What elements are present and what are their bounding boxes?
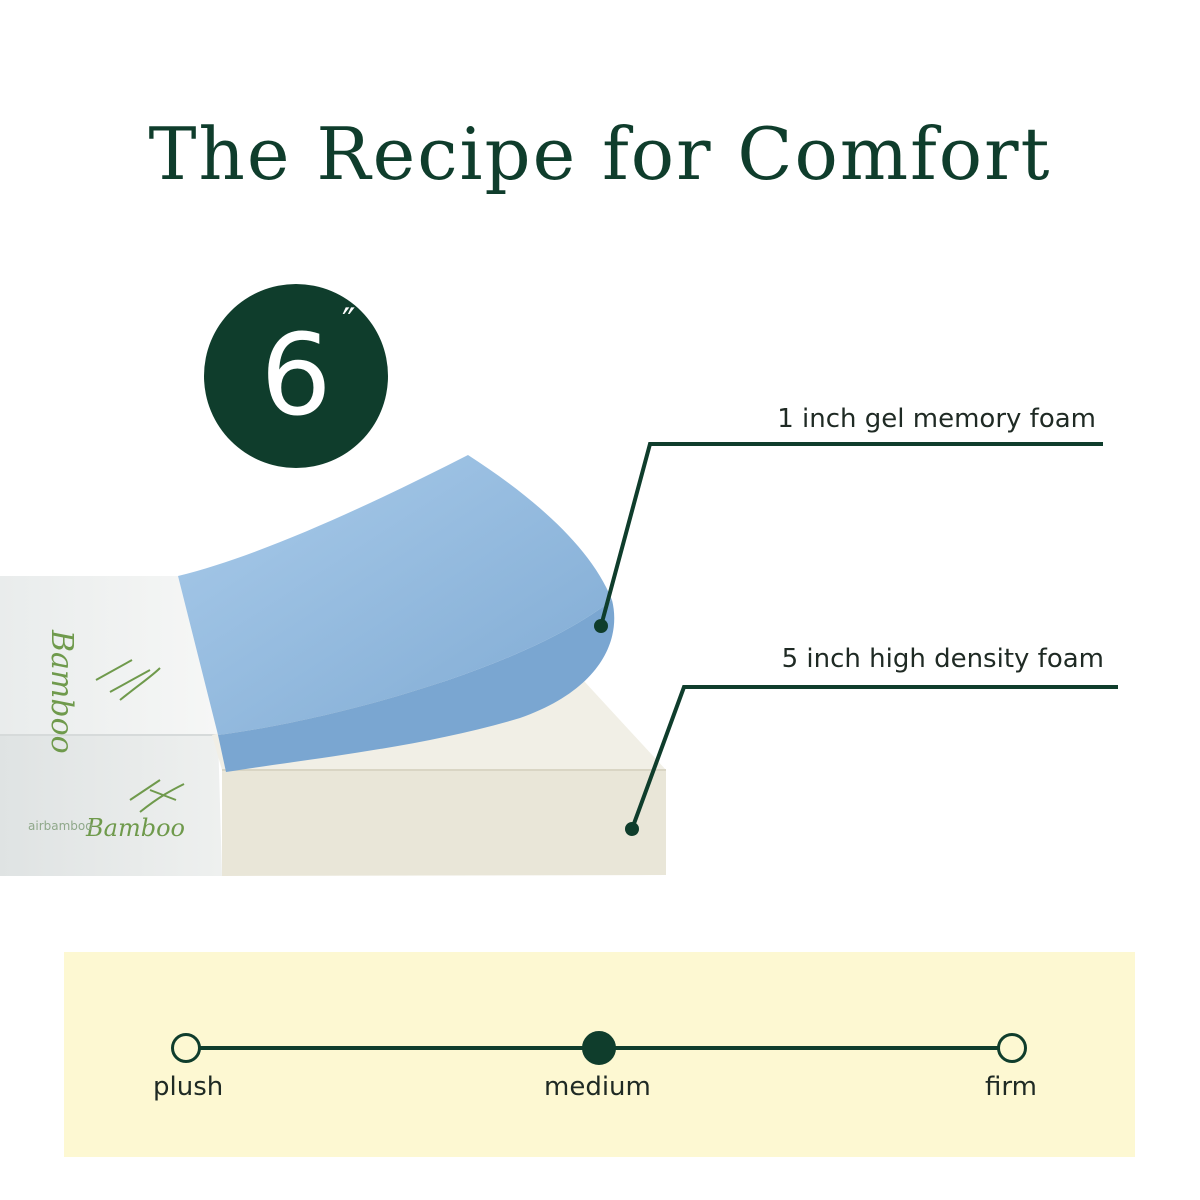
firmness-scale: plush medium firm (64, 952, 1135, 1157)
leader-line-bottom (630, 685, 1118, 830)
firmness-label-firm: firm (985, 1072, 1037, 1102)
base-foam-front (222, 770, 666, 876)
gel-foam-edge (218, 600, 615, 772)
firmness-dot-plush (171, 1033, 201, 1063)
cover-top (0, 576, 218, 735)
gel-foam-top (178, 455, 612, 735)
leader-dot-top (594, 619, 608, 633)
gel-memory-foam-label: 1 inch gel memory foam (777, 404, 1096, 434)
cover-front (0, 735, 222, 876)
leader-dot-bottom (625, 822, 639, 836)
thickness-badge: 6 ″ (204, 284, 388, 468)
cover-small-text: airbamboo (28, 819, 93, 833)
page-title: The Recipe for Comfort (148, 112, 1052, 196)
high-density-foam-label: 5 inch high density foam (781, 644, 1104, 674)
bamboo-leaf-icon (95, 659, 185, 813)
firmness-label-medium: medium (544, 1072, 651, 1102)
leader-line-top (599, 442, 1103, 627)
thickness-number: 6 (260, 311, 332, 441)
cover-brand-text-front: Bamboo (85, 814, 185, 842)
firmness-dot-medium (582, 1031, 616, 1065)
inch-mark: ″ (342, 302, 356, 343)
cover-brand-text-top: Bamboo (44, 629, 79, 754)
firmness-dot-firm (997, 1033, 1027, 1063)
firmness-label-plush: plush (153, 1072, 224, 1102)
